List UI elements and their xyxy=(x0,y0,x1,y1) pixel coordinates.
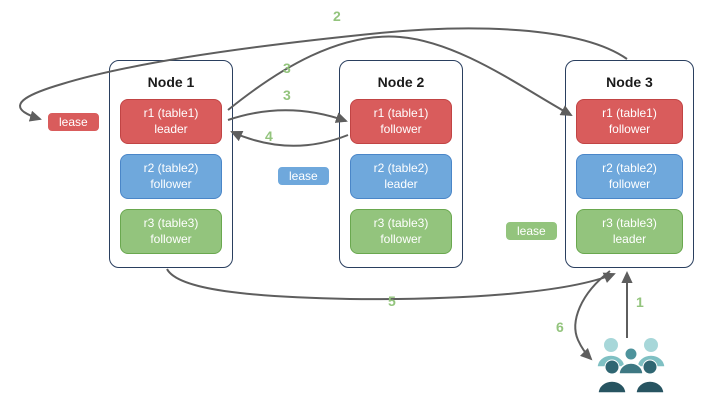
replica-name: r1 (table1) xyxy=(373,105,429,120)
replica-name: r3 (table3) xyxy=(373,215,429,230)
arrow-step-3b xyxy=(227,109,348,123)
flow-step-label-3b: 3 xyxy=(283,87,291,103)
replica-r1-node1: r1 (table1) leader xyxy=(120,99,222,144)
node-card-1: Node 1 r1 (table1) leader r2 (table2) fo… xyxy=(109,60,233,268)
replica-role: follower xyxy=(608,121,651,136)
node-card-2: Node 2 r1 (table1) follower r2 (table2) … xyxy=(339,60,463,268)
replica-name: r3 (table3) xyxy=(602,215,657,230)
replica-role: follower xyxy=(150,176,192,191)
replica-r2-node3: r2 (table2) follower xyxy=(576,154,683,199)
replica-r3-node2: r3 (table3) follower xyxy=(350,209,452,254)
replica-role: follower xyxy=(380,121,422,136)
node-title: Node 1 xyxy=(147,74,195,90)
replica-role: follower xyxy=(150,231,192,246)
flow-step-label-5: 5 xyxy=(388,293,396,309)
person-front-right xyxy=(635,359,665,394)
replica-name: r1 (table1) xyxy=(143,105,199,120)
replica-r3-node3: r3 (table3) leader xyxy=(576,209,683,254)
replica-role: leader xyxy=(384,176,418,191)
replica-role: follower xyxy=(380,231,422,246)
person-front-left xyxy=(597,359,627,394)
replica-role: leader xyxy=(154,121,188,136)
replica-role: follower xyxy=(608,176,651,191)
replica-r2-node1: r2 (table2) follower xyxy=(120,154,222,199)
replica-r1-node2: r1 (table1) follower xyxy=(350,99,452,144)
flow-step-label-3a: 3 xyxy=(283,60,291,76)
replica-name: r2 (table2) xyxy=(373,160,429,175)
flow-step-label-4: 4 xyxy=(265,128,273,144)
replica-r1-node3: r1 (table1) follower xyxy=(576,99,683,144)
flow-step-label-2: 2 xyxy=(333,8,341,24)
node-title: Node 3 xyxy=(606,74,653,90)
lease-badge-table3: lease xyxy=(505,221,558,241)
flow-step-label-1: 1 xyxy=(636,294,644,310)
node-title: Node 2 xyxy=(377,74,425,90)
replica-name: r1 (table1) xyxy=(602,105,657,120)
flow-step-label-6: 6 xyxy=(556,319,564,335)
person-middle xyxy=(618,347,644,375)
node-card-3: Node 3 r1 (table1) follower r2 (table2) … xyxy=(565,60,694,268)
users-icon xyxy=(596,338,666,394)
lease-badge-table2: lease xyxy=(277,166,330,186)
arrow-step-4 xyxy=(230,130,349,147)
lease-badge-table1: lease xyxy=(47,112,100,132)
replica-r2-node2: r2 (table2) leader xyxy=(350,154,452,199)
replica-role: leader xyxy=(612,231,647,246)
replica-name: r2 (table2) xyxy=(143,160,199,175)
replica-r3-node1: r3 (table3) follower xyxy=(120,209,222,254)
replica-name: r2 (table2) xyxy=(602,160,657,175)
replica-name: r3 (table3) xyxy=(143,215,199,230)
